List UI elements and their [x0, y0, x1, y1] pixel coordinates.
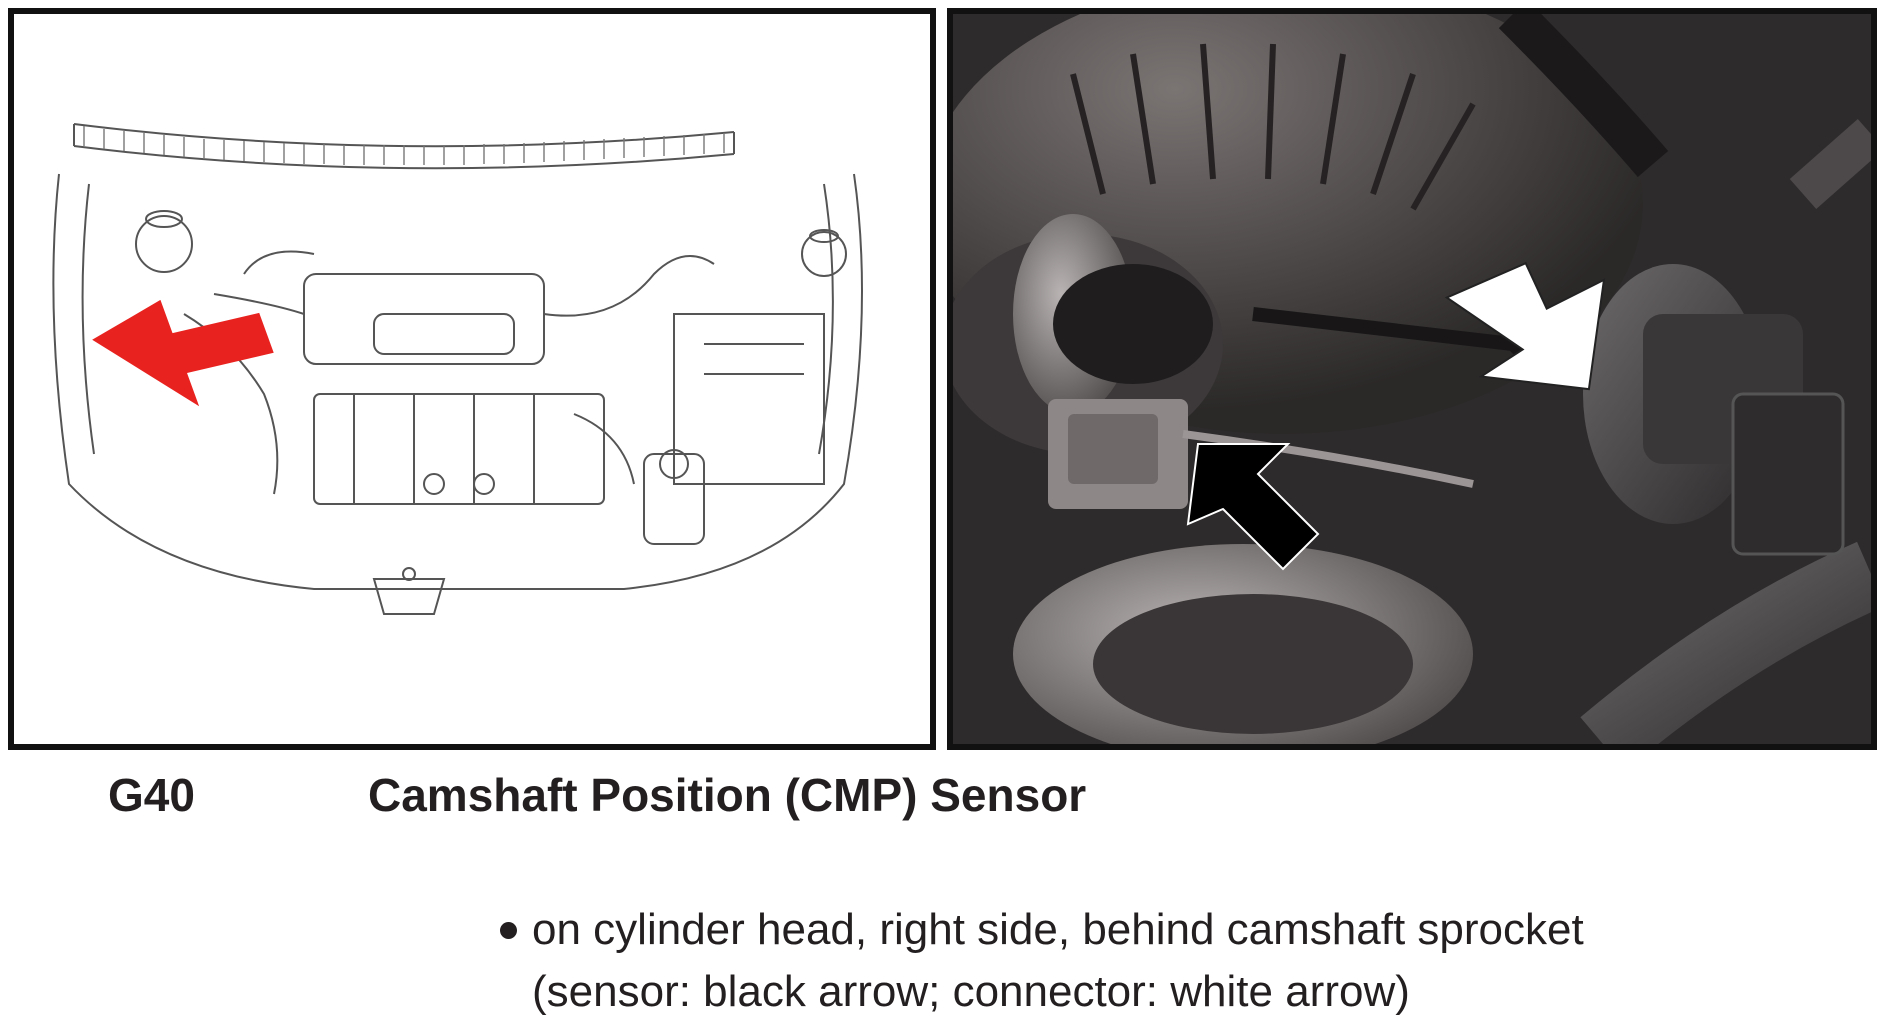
engine-photo — [947, 8, 1877, 750]
component-title: Camshaft Position (CMP) Sensor — [368, 769, 1087, 821]
component-code: G40 — [108, 769, 195, 821]
bullet-icon — [500, 922, 517, 939]
black-arrow — [1186, 443, 1320, 571]
engine-photo-rendering — [953, 14, 1871, 744]
arrow-legend: (sensor: black arrow; connector: white a… — [532, 967, 1410, 1016]
red-arrow — [92, 299, 274, 407]
engine-bay-line-drawing — [52, 123, 863, 615]
engine-bay-diagram — [8, 8, 936, 750]
white-arrow — [1444, 261, 1606, 391]
location-description: on cylinder head, right side, behind cam… — [532, 905, 1584, 954]
